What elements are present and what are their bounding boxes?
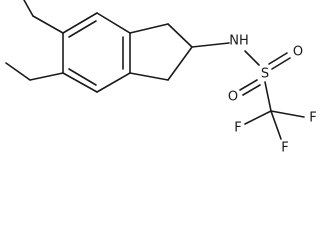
bond-ring-bottom-left [62, 72, 98, 93]
bond-ring-top-right [96, 12, 131, 34]
bond-ethyl-bottom-2 [5, 62, 31, 81]
bond-cp-bottom [129, 72, 169, 81]
bond-c-nh [191, 42, 230, 48]
bond-aromatic-inner-3 [68, 68, 97, 86]
molecule-structure: NH S O O F F F [5, 0, 317, 156]
bond-cp-upper [167, 23, 193, 48]
atom-label-f-left: F [234, 121, 241, 136]
bond-c-f-bottom [270, 110, 282, 140]
bond-aromatic-inner-1 [68, 20, 97, 38]
bond-ring-bottom-right [96, 72, 131, 93]
atom-label-s: S [261, 67, 269, 82]
bond-s-o-top-2 [268, 52, 288, 65]
bond-cp-top [129, 23, 169, 34]
bond-ethyl-bottom-1 [29, 72, 64, 81]
bond-c-f-left [244, 110, 272, 125]
atom-label-o-top: O [293, 45, 303, 60]
atom-label-f-right: F [309, 111, 316, 126]
bond-s-o-bot-1 [239, 79, 258, 91]
bond-s-o-top-1 [271, 57, 291, 70]
bond-c-f-right [270, 110, 305, 118]
bond-nh-s [244, 50, 260, 66]
atom-label-o-bottom: O [228, 90, 238, 105]
atom-label-nh: NH [229, 34, 249, 49]
bond-ring-top-left [62, 12, 98, 34]
bond-ethyl-top-2 [23, 0, 34, 17]
bond-s-c [264, 81, 272, 112]
bond-cp-lower [167, 46, 193, 81]
atom-label-f-bottom: F [281, 141, 288, 156]
bond-ethyl-top-1 [32, 15, 64, 34]
bond-s-o-bot-2 [242, 84, 261, 96]
